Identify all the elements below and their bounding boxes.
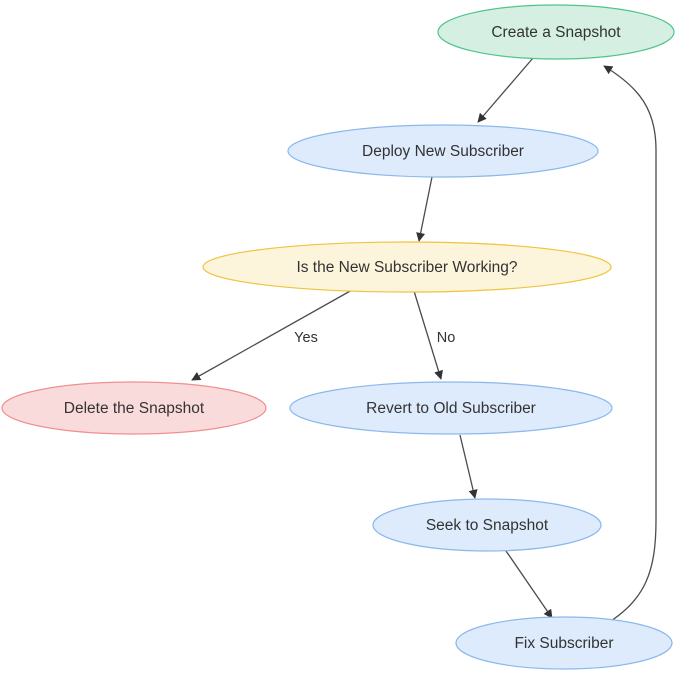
edge-line xyxy=(459,434,478,499)
edge-label-yes: Yes xyxy=(294,330,318,346)
edge-create-snapshot-to-deploy-new-subscriber xyxy=(477,57,534,123)
node-shape-revert-to-old-subscriber[interactable] xyxy=(289,381,613,435)
edge-revert-to-old-subscriber-to-seek-to-snapshot xyxy=(459,434,478,499)
edge-label-no: No xyxy=(437,330,456,346)
node-shape-seek-to-snapshot[interactable] xyxy=(372,498,602,552)
edge-seek-to-snapshot-to-fix-subscriber xyxy=(503,547,553,619)
edge-line xyxy=(603,65,657,625)
node-is-new-subscriber-working[interactable]: Is the New Subscriber Working? xyxy=(202,241,612,293)
node-deploy-new-subscriber[interactable]: Deploy New Subscriber xyxy=(287,124,599,178)
edge-line xyxy=(416,176,433,242)
edge-is-new-subscriber-working-to-delete-the-snapshot xyxy=(191,289,353,381)
node-shape-create-snapshot[interactable] xyxy=(437,4,675,60)
node-delete-the-snapshot[interactable]: Delete the Snapshot xyxy=(1,381,267,435)
edge-line xyxy=(191,289,353,381)
edge-fix-subscriber-to-create-snapshot xyxy=(603,65,657,625)
node-create-snapshot[interactable]: Create a Snapshot xyxy=(437,4,675,60)
edge-line xyxy=(503,547,553,619)
node-shape-delete-the-snapshot[interactable] xyxy=(1,381,267,435)
node-fix-subscriber[interactable]: Fix Subscriber xyxy=(455,616,673,670)
node-shape-fix-subscriber[interactable] xyxy=(455,616,673,670)
node-shape-deploy-new-subscriber[interactable] xyxy=(287,124,599,178)
node-shape-is-new-subscriber-working[interactable] xyxy=(202,241,612,293)
edge-is-new-subscriber-working-to-revert-to-old-subscriber xyxy=(413,290,443,380)
node-revert-to-old-subscriber[interactable]: Revert to Old Subscriber xyxy=(289,381,613,435)
edge-line xyxy=(477,57,534,123)
node-seek-to-snapshot[interactable]: Seek to Snapshot xyxy=(372,498,602,552)
edge-deploy-new-subscriber-to-is-new-subscriber-working xyxy=(416,176,433,242)
edge-hit-area xyxy=(604,66,656,624)
edges-layer xyxy=(191,57,657,625)
edge-line xyxy=(413,290,443,380)
edge-labels-layer: Yes No xyxy=(294,330,455,346)
